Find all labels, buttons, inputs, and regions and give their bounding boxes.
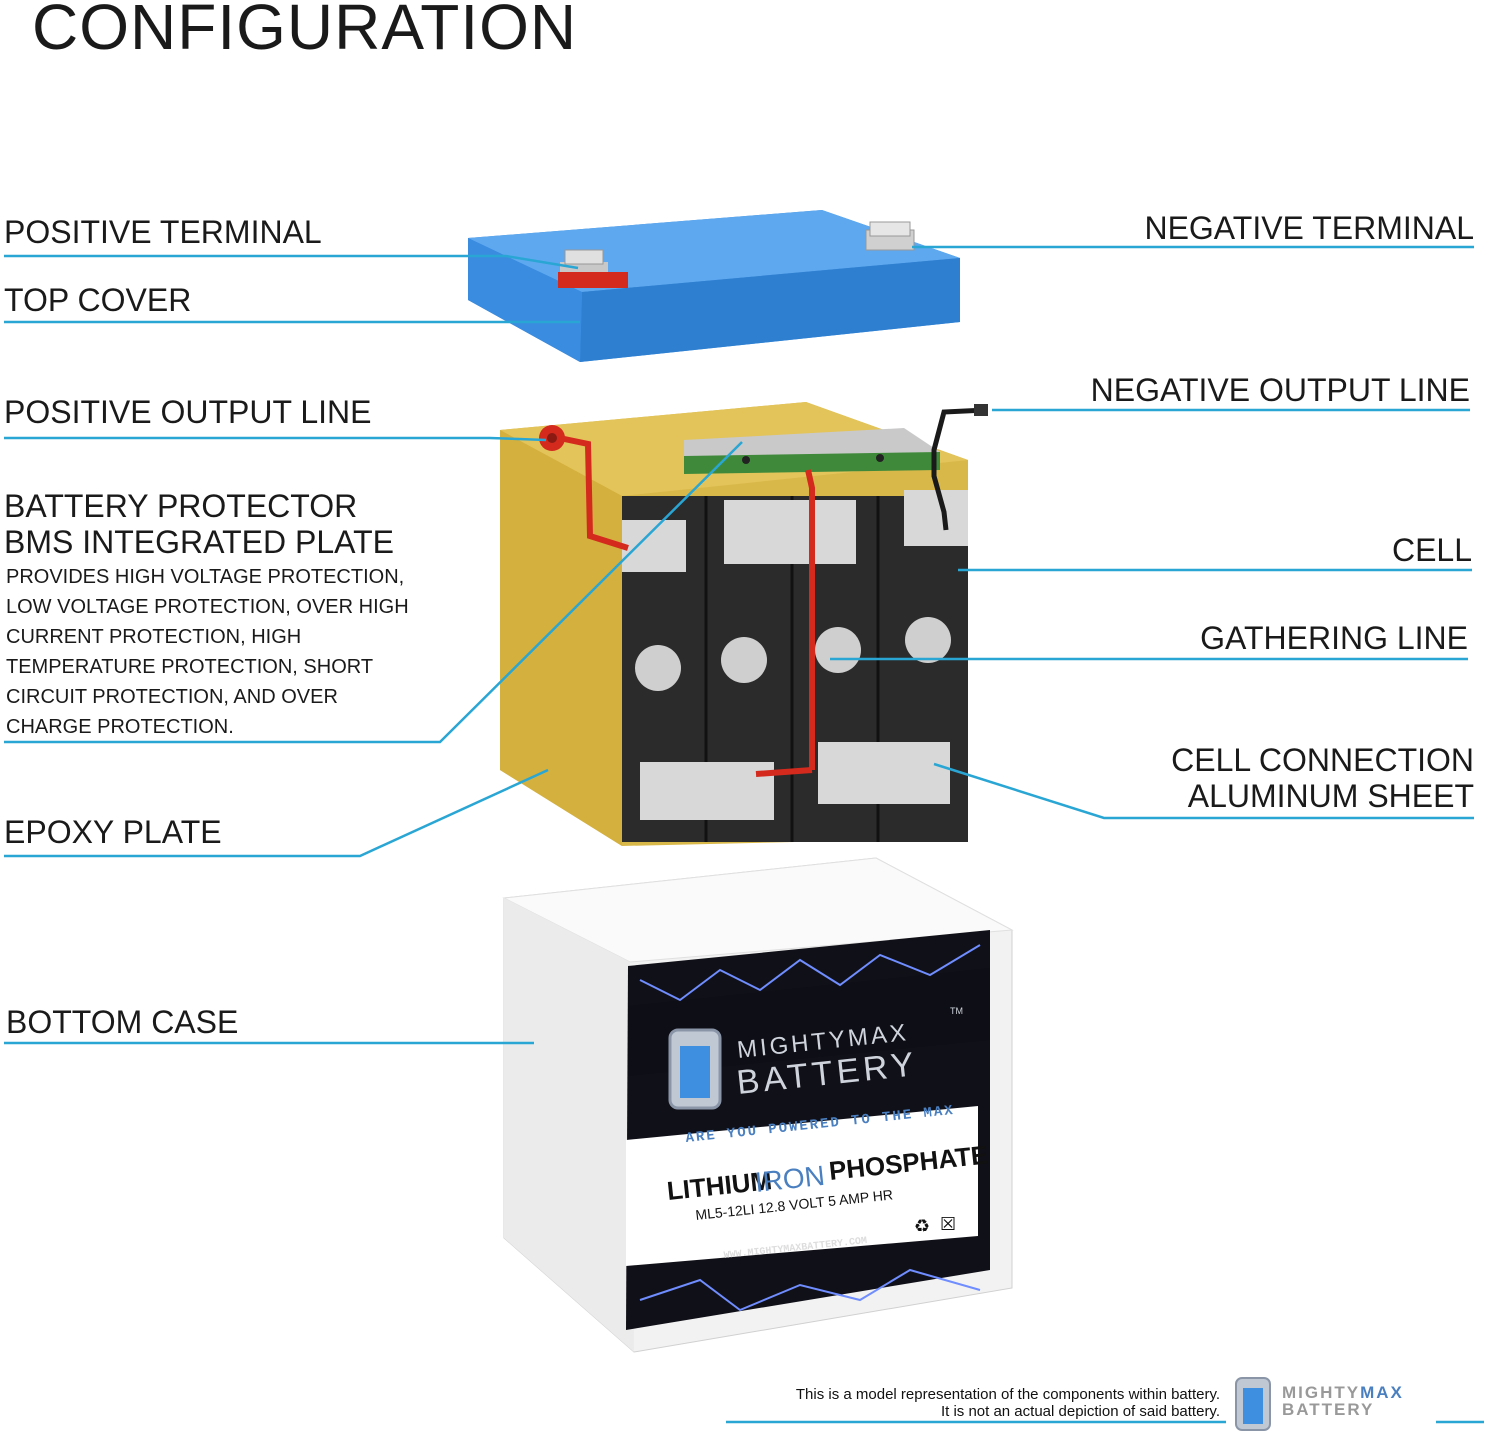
page-title: CONFIGURATION xyxy=(32,0,578,63)
leader-lines xyxy=(4,245,1484,1424)
leader-positive-output-line xyxy=(4,436,547,442)
label-bottom-case: BOTTOM CASE xyxy=(6,1004,239,1040)
negative-wire-illustration xyxy=(931,407,987,531)
label-negative-output-line: NEGATIVE OUTPUT LINE xyxy=(1090,372,1470,408)
red-wires-illustration xyxy=(549,433,815,777)
disclaimer-line1: This is a model representation of the co… xyxy=(795,1386,1220,1403)
footer-brand-battery: BATTERY xyxy=(1282,1400,1375,1419)
bms-desc-line: CIRCUIT PROTECTION, AND OVER xyxy=(6,686,338,708)
label-tm: TM xyxy=(950,1006,963,1016)
leader-positive-terminal xyxy=(4,254,579,270)
label-epoxy-plate: EPOXY PLATE xyxy=(4,814,222,850)
leader-cell-connection xyxy=(933,762,1474,820)
footer-battery-icon xyxy=(1235,1377,1271,1431)
recycle-icon: ♻ xyxy=(914,1216,930,1237)
label-chem-iron: IRON xyxy=(753,1160,826,1198)
label-bms-line2: BMS INTEGRATED PLATE xyxy=(4,524,394,560)
battery-label-panel xyxy=(626,930,990,1330)
footer-brand-logo: MIGHTYMAX BATTERY xyxy=(1282,1384,1404,1418)
disclaimer: This is a model representation of the co… xyxy=(796,1386,1220,1420)
label-positive-terminal: POSITIVE TERMINAL xyxy=(4,214,322,250)
bms-desc-line: CHARGE PROTECTION. xyxy=(6,716,234,738)
label-cell-connection-line2: ALUMINUM SHEET xyxy=(1187,778,1474,814)
label-positive-output-line: POSITIVE OUTPUT LINE xyxy=(4,394,372,430)
bms-board-illustration xyxy=(684,428,940,474)
footer-brand-mighty: MIGHTY xyxy=(1282,1383,1361,1402)
bms-desc-line: PROVIDES HIGH VOLTAGE PROTECTION, xyxy=(6,566,405,588)
label-gathering-line: GATHERING LINE xyxy=(1200,620,1468,656)
negative-terminal-illustration xyxy=(865,221,915,251)
leader-bms xyxy=(4,441,743,744)
cells-illustration xyxy=(622,490,968,842)
footer-brand-max: MAX xyxy=(1360,1383,1404,1402)
bms-desc-line: TEMPERATURE PROTECTION, SHORT xyxy=(6,656,374,678)
disclaimer-line2: It is not an actual depiction of said ba… xyxy=(940,1403,1220,1420)
label-top-cover: TOP COVER xyxy=(4,282,192,318)
bms-desc-line: LOW VOLTAGE PROTECTION, OVER HIGH xyxy=(6,596,409,618)
label-bms-line1: BATTERY PROTECTOR xyxy=(4,488,358,524)
top-cover-illustration xyxy=(468,210,960,362)
bms-desc-line: CURRENT PROTECTION, HIGH xyxy=(6,626,302,648)
no-trash-icon: ☒ xyxy=(940,1214,956,1235)
bms-description: PROVIDES HIGH VOLTAGE PROTECTION, LOW VO… xyxy=(6,562,409,742)
leader-epoxy-plate xyxy=(4,768,549,858)
label-negative-terminal: NEGATIVE TERMINAL xyxy=(1144,210,1474,246)
label-cell-connection-line1: CELL CONNECTION xyxy=(1171,742,1474,778)
label-cell: CELL xyxy=(1391,532,1472,568)
